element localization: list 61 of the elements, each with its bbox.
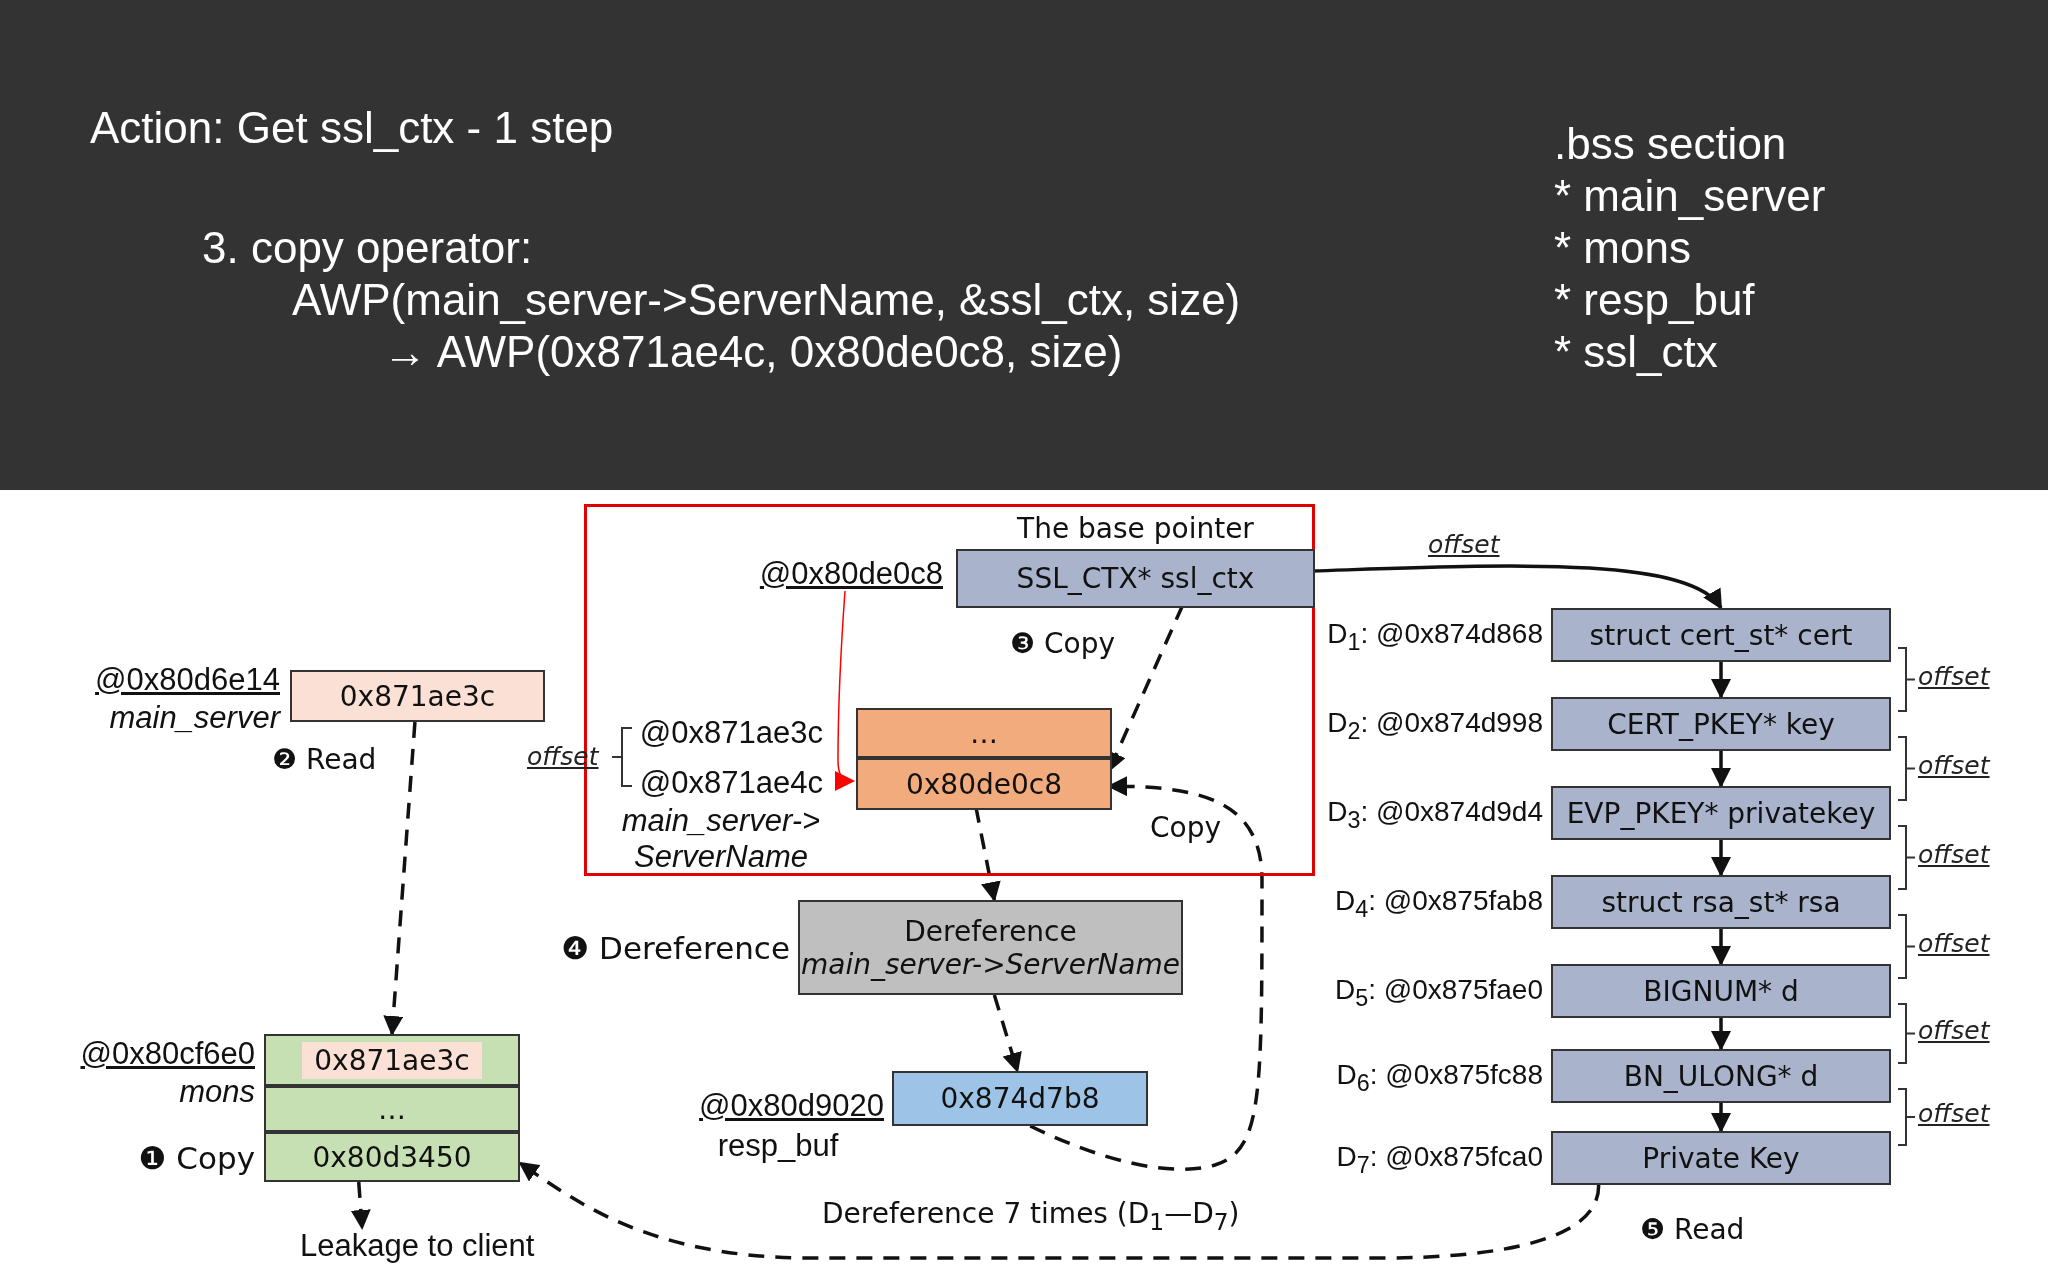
- struct-box: BN_ULONG* d: [1551, 1049, 1891, 1103]
- arrow: [1711, 662, 1731, 699]
- caption-text: main_server-> ServerName: [620, 803, 822, 875]
- memory-cell: 0x871ae3c: [290, 670, 545, 722]
- arrow: [1029, 776, 1264, 1171]
- memory-cell: 0x874d7b8: [892, 1071, 1148, 1126]
- list-item: * mons: [1554, 222, 1691, 274]
- memory-cell: 0x80de0c8: [856, 758, 1112, 810]
- note-text: Leakage to client: [300, 1228, 570, 1268]
- offset-label: offset: [1918, 839, 1990, 870]
- list-item: * resp_buf: [1554, 274, 1755, 326]
- step-label: ❹ Dereference: [560, 930, 790, 966]
- address-label: @0x80de0c8: [753, 556, 943, 594]
- list-item: * ssl_ctx: [1554, 326, 1718, 378]
- step-label: ❶ Copy: [137, 1140, 255, 1176]
- address-label: @0x80d9020: [698, 1088, 884, 1124]
- address-label: D$_{5}$: @0x875fae0: [1334, 973, 1543, 1013]
- struct-box: CERT_PKEY* key: [1551, 697, 1891, 751]
- caption-text: mons: [178, 1074, 255, 1110]
- code-line: AWP(main_server->ServerName, &ssl_ctx, size): [292, 274, 1241, 326]
- address-label: D$_{3}$: @0x874d9d4: [1326, 795, 1543, 835]
- address-label: D$_{4}$: @0x875fab8: [1334, 884, 1543, 924]
- struct-box: Private Key: [1551, 1131, 1891, 1185]
- offset-label: offset: [1918, 1015, 1990, 1046]
- caption-text: main_server: [108, 700, 280, 736]
- arrow: [1711, 751, 1731, 788]
- arrow: [350, 1181, 371, 1230]
- memory-cell: …: [856, 708, 1112, 758]
- address-label: @0x871ae4c: [638, 765, 823, 801]
- memory-cell: …: [264, 1086, 520, 1132]
- offset-label: offset: [1918, 661, 1990, 692]
- list-item: * main_server: [1554, 170, 1826, 222]
- code-line: → AWP(0x871ae4c, 0x80de0c8, size): [383, 326, 1123, 378]
- struct-box: struct cert_st* cert: [1551, 608, 1891, 662]
- memory-cell: 0x871ae3c: [264, 1034, 520, 1086]
- struct-box: struct rsa_st* rsa: [1551, 875, 1891, 929]
- struct-box: BIGNUM* d: [1551, 964, 1891, 1018]
- arrow: [992, 994, 1022, 1073]
- arrow: [1711, 1018, 1731, 1051]
- arrow: [383, 721, 417, 1036]
- address-label: @0x80d6e14: [94, 662, 280, 698]
- address-label: @0x80cf6e0: [79, 1036, 255, 1072]
- offset-label: offset: [1918, 1099, 1990, 1129]
- address-label: D$_{2}$: @0x874d998: [1326, 706, 1543, 746]
- list-item: .bss section: [1554, 118, 1787, 170]
- address-label: D$_{1}$: @0x874d868: [1326, 617, 1543, 657]
- slide-title: Action: Get ssl_ctx - 1 step: [90, 102, 614, 154]
- struct-box: EVP_PKEY* privatekey: [1551, 786, 1891, 840]
- address-label: resp_buf: [716, 1128, 840, 1164]
- address-label: @0x871ae3c: [638, 715, 823, 751]
- memory-cell: 0x80d3450: [264, 1132, 520, 1182]
- address-label: D$_{7}$: @0x875fca0: [1335, 1140, 1543, 1180]
- arrow: [1711, 840, 1731, 877]
- operation-box: Dereference main_server->ServerName: [798, 900, 1183, 995]
- arrow: [1711, 929, 1731, 966]
- arrow: [1711, 1103, 1731, 1133]
- arrow: [834, 590, 855, 791]
- offset-label: offset: [1918, 750, 1990, 781]
- code-line: 3. copy operator:: [202, 222, 533, 274]
- address-label: D$_{6}$: @0x875fc88: [1335, 1058, 1543, 1098]
- offset-label: offset: [1918, 928, 1990, 959]
